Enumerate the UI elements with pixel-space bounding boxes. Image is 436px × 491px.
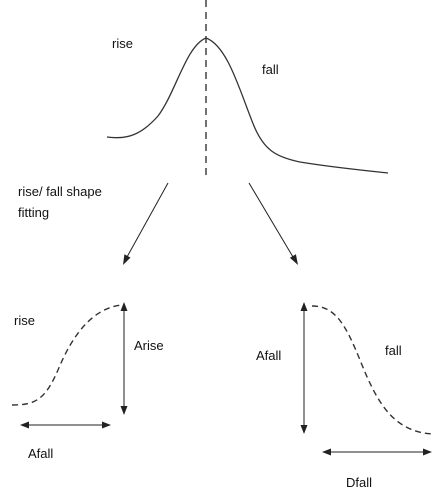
arrow-to-rise-panel-head [123, 254, 131, 265]
arrow-to-rise-panel [126, 182, 169, 258]
fall-panel-height-label: Afall [256, 348, 281, 363]
arise-arrow-bottom-head [120, 406, 128, 415]
arise-arrow-top-head [120, 302, 128, 311]
peak-rise-label: rise [112, 36, 133, 51]
peak-fall-label: fall [262, 62, 279, 77]
fall-shape-dashed [311, 305, 434, 435]
rise-panel-label: rise [14, 313, 35, 328]
rise-width-arrow-left-head [20, 421, 29, 429]
arrow-to-fall-panel-head [289, 254, 298, 265]
dfall-arrow-left-head [322, 448, 331, 456]
peak-curve [106, 37, 389, 174]
arise-label: Arise [134, 338, 164, 353]
fall-height-arrow-top-head [300, 302, 308, 311]
rise-width-arrow-right-head [102, 421, 111, 429]
rise-panel-width-label: Afall [28, 446, 53, 461]
fall-panel-label: fall [385, 343, 402, 358]
rise-shape-dashed [11, 304, 123, 406]
fitting-label-line1: rise/ fall shape [18, 184, 102, 199]
dfall-arrow-right-head [423, 448, 432, 456]
fall-height-arrow-bottom-head [300, 425, 308, 434]
dfall-label: Dfall [346, 475, 372, 490]
fitting-label-line2: fitting [18, 205, 49, 220]
arrow-to-fall-panel [248, 182, 294, 258]
